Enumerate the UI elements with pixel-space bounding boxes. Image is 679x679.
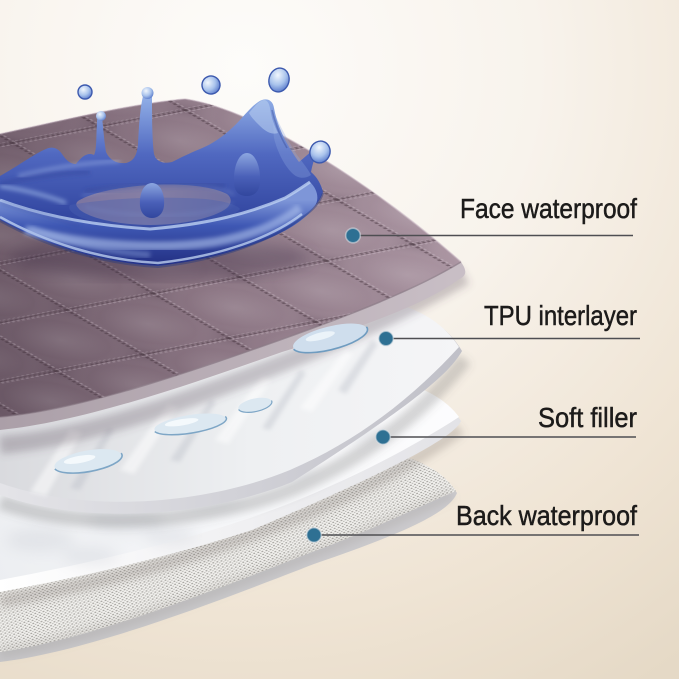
svg-text:Face waterproof: Face waterproof: [460, 193, 637, 224]
svg-text:Back waterproof: Back waterproof: [456, 500, 637, 531]
svg-text:Soft filler: Soft filler: [538, 402, 637, 433]
svg-text:TPU interlayer: TPU interlayer: [484, 300, 637, 331]
